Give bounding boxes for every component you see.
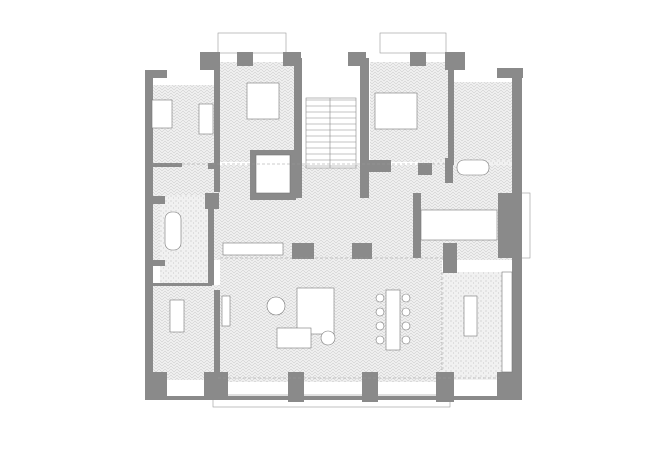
balcony-top-left: [217, 32, 287, 54]
dining-table: [385, 289, 401, 351]
side-table: [320, 330, 336, 346]
elevator: [250, 150, 296, 200]
balcony-top-right: [379, 32, 447, 54]
staircase: [305, 97, 357, 169]
dining-chair: [375, 293, 385, 303]
bed-left: [246, 82, 280, 120]
desk-small: [198, 103, 214, 135]
bathtub-left: [164, 211, 182, 251]
dining-chair: [401, 293, 411, 303]
bathtub-right: [456, 159, 490, 176]
tv-unit: [221, 295, 231, 327]
dining-chair: [375, 321, 385, 331]
sofa: [296, 287, 335, 335]
corridor-cabinet-right: [420, 209, 498, 241]
dining-chair: [375, 335, 385, 345]
dining-chair: [401, 335, 411, 345]
bed-small: [151, 99, 173, 129]
dining-chair: [401, 307, 411, 317]
corridor-cabinet: [222, 242, 284, 256]
room-study: [152, 285, 222, 380]
dining-chair: [401, 321, 411, 331]
coffee-table: [266, 296, 286, 316]
bed-right: [374, 92, 418, 130]
room-dressing: [454, 82, 512, 160]
walls: [145, 52, 523, 402]
threshold-lines: [152, 163, 500, 379]
study-desk: [169, 299, 185, 333]
sofa-chaise: [276, 327, 312, 349]
kitchen-counter: [501, 271, 513, 373]
dining-chair: [375, 307, 385, 317]
kitchen-island: [463, 295, 478, 337]
furniture: [151, 82, 513, 373]
